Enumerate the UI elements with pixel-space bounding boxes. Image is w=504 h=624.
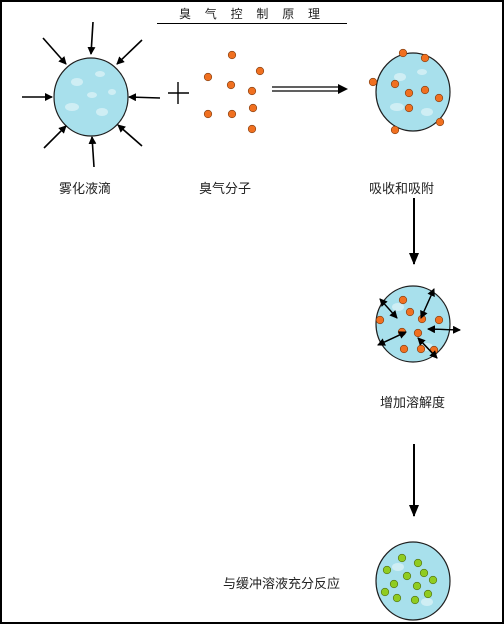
process-arrow-right bbox=[272, 84, 348, 94]
diagram-title: 臭 气 控 制 原 理 bbox=[157, 5, 347, 24]
absorbing-droplet bbox=[368, 48, 451, 135]
dissolving-droplet bbox=[375, 285, 461, 363]
label-odor-molecules: 臭气分子 bbox=[199, 182, 252, 197]
inward-pressure-arrows bbox=[22, 21, 161, 168]
label-buffer-reaction: 与缓冲溶液充分反应 bbox=[223, 577, 341, 592]
atomized-droplet bbox=[53, 57, 129, 137]
label-atomized-droplet: 雾化液滴 bbox=[59, 182, 112, 197]
plus-sign bbox=[168, 82, 189, 104]
label-solubility: 增加溶解度 bbox=[380, 396, 446, 411]
odor-molecules bbox=[203, 50, 265, 134]
reacted-droplet bbox=[375, 541, 451, 621]
label-absorption: 吸收和吸附 bbox=[369, 182, 435, 197]
